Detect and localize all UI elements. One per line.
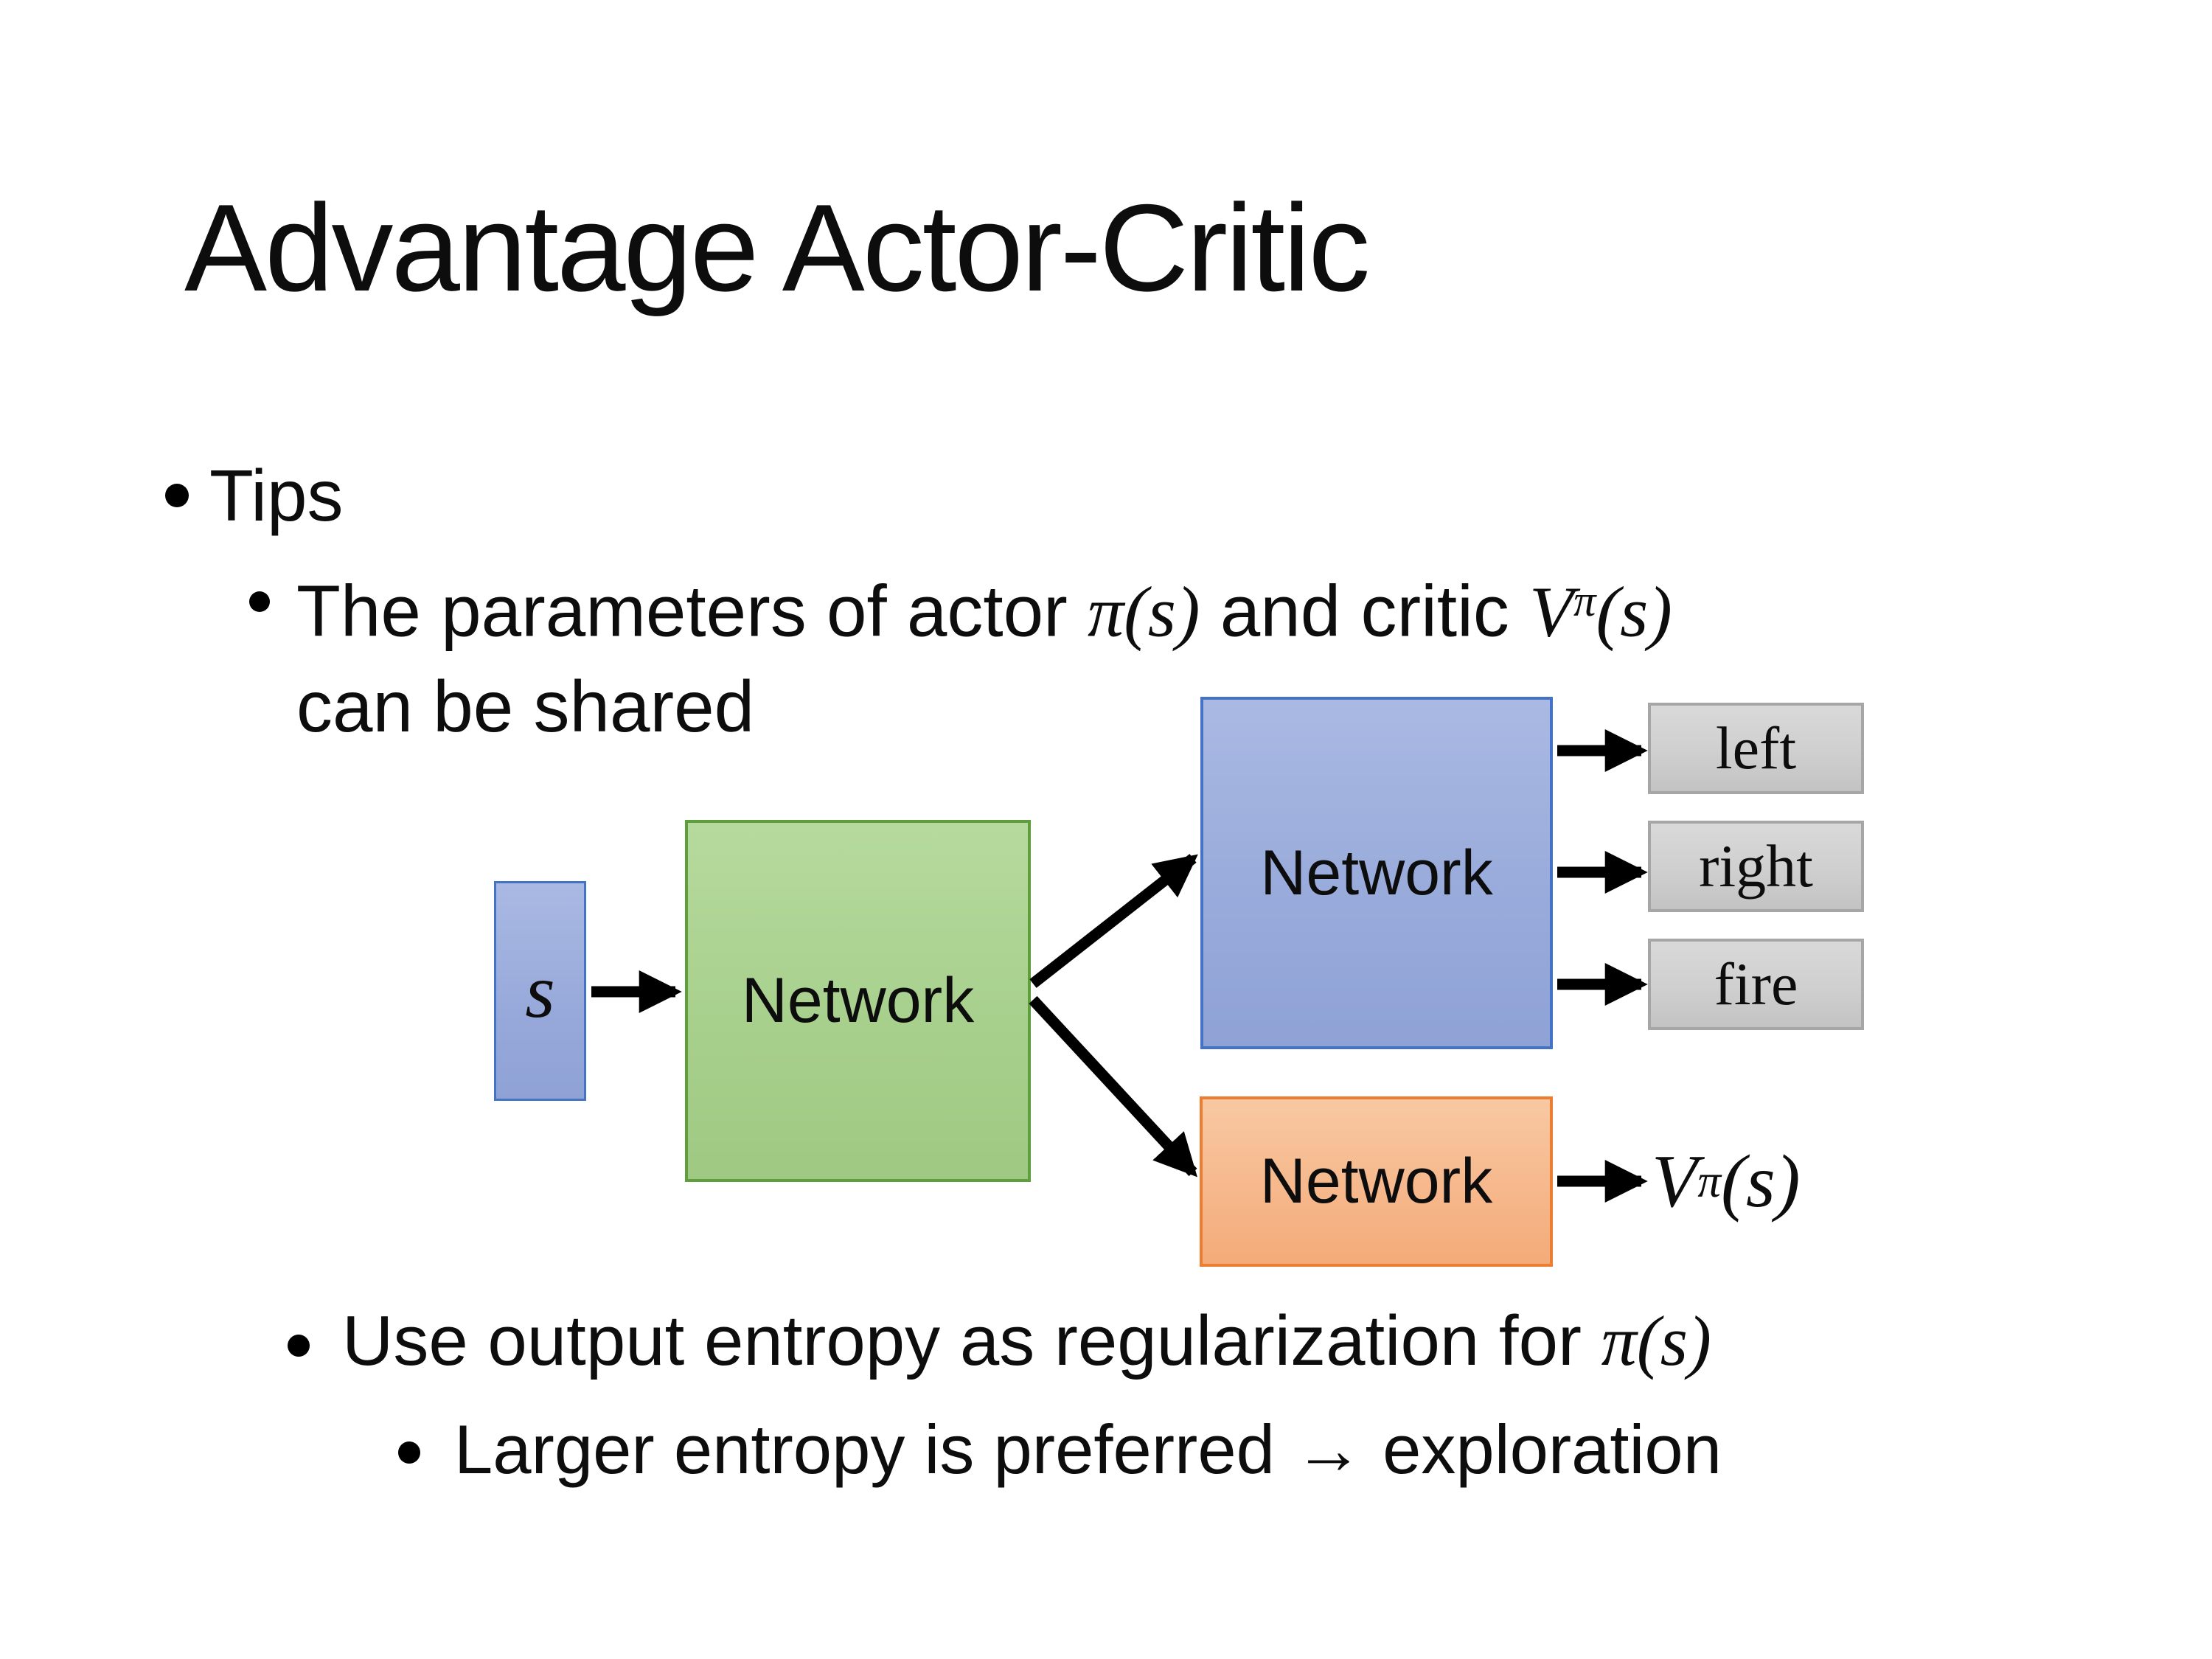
state-input-label: s — [525, 948, 555, 1034]
bullet-larger-entropy: Larger entropy is preferred → exploratio… — [398, 1407, 1722, 1492]
action-box-right: right — [1648, 821, 1864, 912]
bullet-dot — [165, 484, 189, 507]
bullet-dot — [288, 1335, 310, 1357]
bullet-entropy-regularization-text: Use output entropy as regularization for… — [342, 1298, 1711, 1385]
arrow-shared-to-critic — [1029, 995, 1197, 1178]
bullet-dot — [249, 591, 270, 612]
math-v-args: (s) — [1596, 572, 1672, 653]
critic-value-args: (s) — [1721, 1139, 1801, 1223]
arrow-shared-to-actor — [1029, 854, 1198, 988]
bullet-larger-entropy-label: Larger entropy is preferred → exploratio… — [454, 1411, 1722, 1488]
bullet-b2-prefix: The parameters of actor — [296, 570, 1088, 652]
bullet-b2-mid: and critic — [1200, 570, 1530, 652]
action-right-label: right — [1699, 832, 1813, 900]
shared-network-box: Network — [685, 820, 1031, 1182]
critic-value-base: V — [1652, 1139, 1698, 1223]
shared-network-label: Network — [741, 965, 975, 1036]
slide-title: Advantage Actor-Critic — [184, 178, 1370, 317]
math-pi-s: π(s) — [1088, 572, 1200, 653]
action-left-label: left — [1715, 714, 1797, 782]
bullet-b3-prefix: Use output entropy as regularization for — [342, 1301, 1601, 1380]
action-fire-label: fire — [1714, 950, 1798, 1018]
bullet-parameters-shared: The parameters of actor π(s) and critic … — [249, 554, 2066, 754]
critic-network-label: Network — [1259, 1146, 1493, 1217]
bullet-parameters-shared-text: The parameters of actor π(s) and critic … — [296, 554, 2066, 754]
actor-network-box: Network — [1200, 697, 1553, 1049]
bullet-tips: Tips — [165, 451, 344, 540]
bullet-tips-label: Tips — [209, 455, 344, 536]
math-v-base: V — [1529, 572, 1574, 653]
math-pi-s: π(s) — [1601, 1301, 1711, 1380]
critic-network-box: Network — [1200, 1096, 1553, 1267]
action-box-left: left — [1648, 703, 1864, 794]
bullet-entropy-regularization: Use output entropy as regularization for… — [288, 1298, 1711, 1385]
math-v-sup-pi: π — [1573, 577, 1596, 626]
bullet-dot — [398, 1441, 420, 1464]
action-box-fire: fire — [1648, 939, 1864, 1030]
actor-network-label: Network — [1260, 837, 1493, 908]
critic-value-sup-pi: π — [1697, 1155, 1721, 1207]
bullet-b2-line2: can be shared — [296, 666, 755, 748]
state-input-box: s — [494, 881, 586, 1101]
